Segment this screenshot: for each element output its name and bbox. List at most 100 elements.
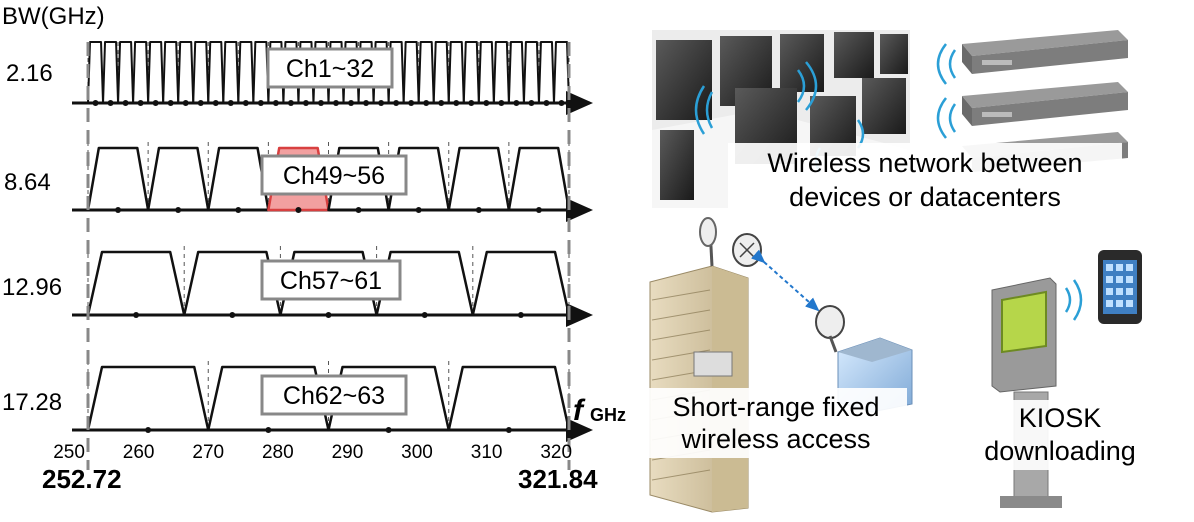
channel-center-dot: [145, 427, 152, 433]
channel-mask: [222, 41, 240, 104]
channel-mask: [182, 250, 282, 317]
channel-mask: [132, 41, 150, 104]
kiosk-illustration: [991, 277, 1083, 508]
channel-mask: [86, 146, 150, 212]
channel-center-dot: [408, 100, 415, 106]
channel-mask: [432, 41, 450, 104]
channel-mask: [471, 250, 571, 317]
channel-center-dot: [385, 427, 392, 433]
bandwidth-label: 12.96: [2, 274, 62, 301]
channel-group-label: Ch62~63: [283, 382, 385, 410]
antenna-dish-icon: [699, 217, 717, 247]
channel-center-dot: [107, 100, 114, 106]
channel-mask: [522, 41, 540, 104]
fixed-access-caption-line1: Short-range fixed: [672, 392, 879, 422]
channel-center-dot: [517, 312, 524, 318]
channel-center-dot: [122, 100, 129, 106]
channel-mask: [492, 41, 510, 104]
kiosk-caption-box: [958, 400, 1158, 470]
x-tick-label: 280: [262, 442, 294, 463]
channel-center-dot: [265, 427, 272, 433]
channel-center-dot: [348, 100, 355, 106]
channel-mask: [447, 41, 465, 104]
channel-center-dot: [325, 312, 332, 318]
channel-center-dot: [475, 207, 482, 213]
fixed-access-caption-line2: wireless access: [680, 424, 870, 454]
channel-center-dot: [543, 100, 550, 106]
channel-mask: [117, 41, 135, 104]
channel-center-dot: [415, 207, 422, 213]
channel-mask: [207, 41, 225, 104]
channel-center-dot: [295, 207, 302, 213]
channel-center-dot: [137, 100, 144, 106]
channel-group-box: [260, 259, 402, 301]
channel-mask: [207, 365, 330, 432]
channel-center-dot: [287, 100, 294, 106]
channel-mask: [162, 41, 180, 104]
channel-center-dot: [227, 100, 234, 106]
channel-mask: [537, 41, 555, 104]
channel-center-dot: [483, 100, 490, 106]
channel-row: 17.28 Ch62~63: [2, 361, 593, 442]
channel-center-dot: [242, 100, 249, 106]
channel-mask: [252, 41, 270, 104]
channel-mask: [102, 41, 120, 104]
channel-center-dot: [393, 100, 400, 106]
channel-center-dot: [272, 100, 279, 106]
channel-center-dot: [535, 207, 542, 213]
channel-mask: [552, 41, 570, 104]
wireless-link-arrow: [751, 249, 820, 312]
channel-center-dot: [257, 100, 264, 106]
channel-mask: [462, 41, 480, 104]
channel-center-dot: [152, 100, 159, 106]
channel-mask: [177, 41, 195, 104]
channel-group-box: [266, 47, 394, 89]
channel-center-dot: [133, 312, 140, 318]
channel-mask: [192, 41, 210, 104]
channel-center-dot: [513, 100, 520, 106]
channel-mask: [477, 41, 495, 104]
channel-center-dot: [302, 100, 309, 106]
channel-center-dot: [468, 100, 475, 106]
x-tick-label: 270: [192, 442, 224, 463]
channel-mask: [507, 41, 525, 104]
smartphone-icon: [1098, 250, 1142, 324]
channel-center-dot: [528, 100, 535, 106]
y-axis-label: BW(GHz): [2, 3, 105, 30]
channel-mask: [447, 365, 571, 432]
kiosk-caption-line1: KIOSK: [1019, 403, 1102, 433]
fixed-access-caption-box: [645, 388, 907, 458]
channel-center-dot: [182, 100, 189, 106]
channel-center-dot: [229, 312, 236, 318]
channel-center-dot: [175, 207, 182, 213]
channel-center-dot: [115, 207, 122, 213]
bandwidth-label: 2.16: [6, 60, 53, 87]
channel-mask: [237, 41, 255, 104]
channel-center-dot: [505, 427, 512, 433]
channel-center-dot: [333, 100, 340, 106]
datacenter-caption-box: [728, 143, 1122, 217]
channel-group-label: Ch1~32: [286, 55, 374, 83]
channel-center-dot: [167, 100, 174, 106]
wifi-signal-icon: [936, 43, 957, 139]
channel-center-dot: [378, 100, 385, 106]
channel-center-dot: [212, 100, 219, 106]
channel-mask: [147, 41, 165, 104]
channel-mask: [86, 250, 186, 317]
wifi-signal-icon: [1064, 279, 1083, 321]
x-tick-label: 250: [53, 442, 85, 463]
channel-group-label: Ch49~56: [283, 162, 385, 190]
channel-center-dot: [92, 100, 99, 106]
bandwidth-label: 17.28: [2, 389, 62, 416]
channel-mask: [402, 41, 420, 104]
channel-group-label: Ch57~61: [280, 267, 382, 295]
channel-center-dot: [317, 100, 324, 106]
channel-mask: [507, 146, 571, 212]
datacenter-caption-line2: devices or datacenters: [789, 182, 1061, 212]
channel-center-dot: [558, 100, 565, 106]
channel-row: 12.96 Ch57~61: [2, 246, 593, 327]
channel-group-box: [260, 374, 408, 416]
